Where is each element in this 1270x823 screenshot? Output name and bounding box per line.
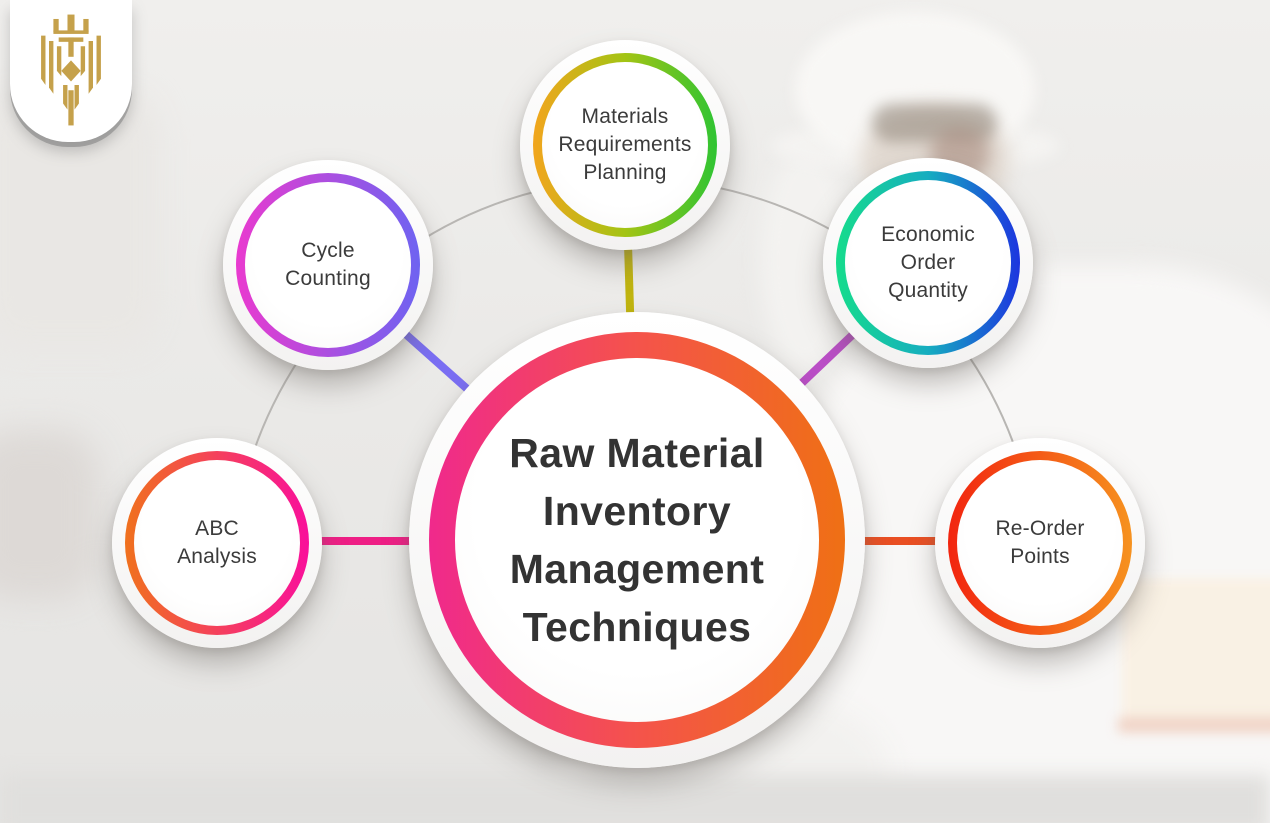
node-abc-ring: ABC Analysis xyxy=(125,451,309,635)
page-title: Raw Material Inventory Management Techni… xyxy=(509,429,765,651)
node-economic-order-quantity: Economic Order Quantity xyxy=(823,158,1033,368)
node-mrp-ring: Materials Requirements Planning xyxy=(533,53,717,237)
hub-ring: Raw Material Inventory Management Techni… xyxy=(429,332,845,748)
node-reorder-points: Re-Order Points xyxy=(935,438,1145,648)
node-mrp-inner: Materials Requirements Planning xyxy=(542,62,708,228)
node-abc-inner: ABC Analysis xyxy=(134,460,300,626)
gold-crest-logo-icon xyxy=(41,14,101,126)
node-abc-analysis: ABC Analysis xyxy=(112,438,322,648)
node-reorder-inner: Re-Order Points xyxy=(957,460,1123,626)
node-cycle-inner: Cycle Counting xyxy=(245,182,411,348)
node-eoq-inner: Economic Order Quantity xyxy=(845,180,1011,346)
node-mrp-label: Materials Requirements Planning xyxy=(558,105,692,184)
node-eoq-label: Economic Order Quantity xyxy=(881,223,975,302)
node-abc-label: ABC Analysis xyxy=(177,517,257,568)
brand-badge xyxy=(10,0,132,142)
node-cycle-ring: Cycle Counting xyxy=(236,173,420,357)
node-eoq-ring: Economic Order Quantity xyxy=(836,171,1020,355)
node-reorder-ring: Re-Order Points xyxy=(948,451,1132,635)
node-cycle-label: Cycle Counting xyxy=(285,239,371,290)
node-reorder-label: Re-Order Points xyxy=(995,517,1085,568)
hub-circle: Raw Material Inventory Management Techni… xyxy=(409,312,865,768)
node-materials-requirements-planning: Materials Requirements Planning xyxy=(520,40,730,250)
node-cycle-counting: Cycle Counting xyxy=(223,160,433,370)
hub-inner: Raw Material Inventory Management Techni… xyxy=(455,358,819,722)
